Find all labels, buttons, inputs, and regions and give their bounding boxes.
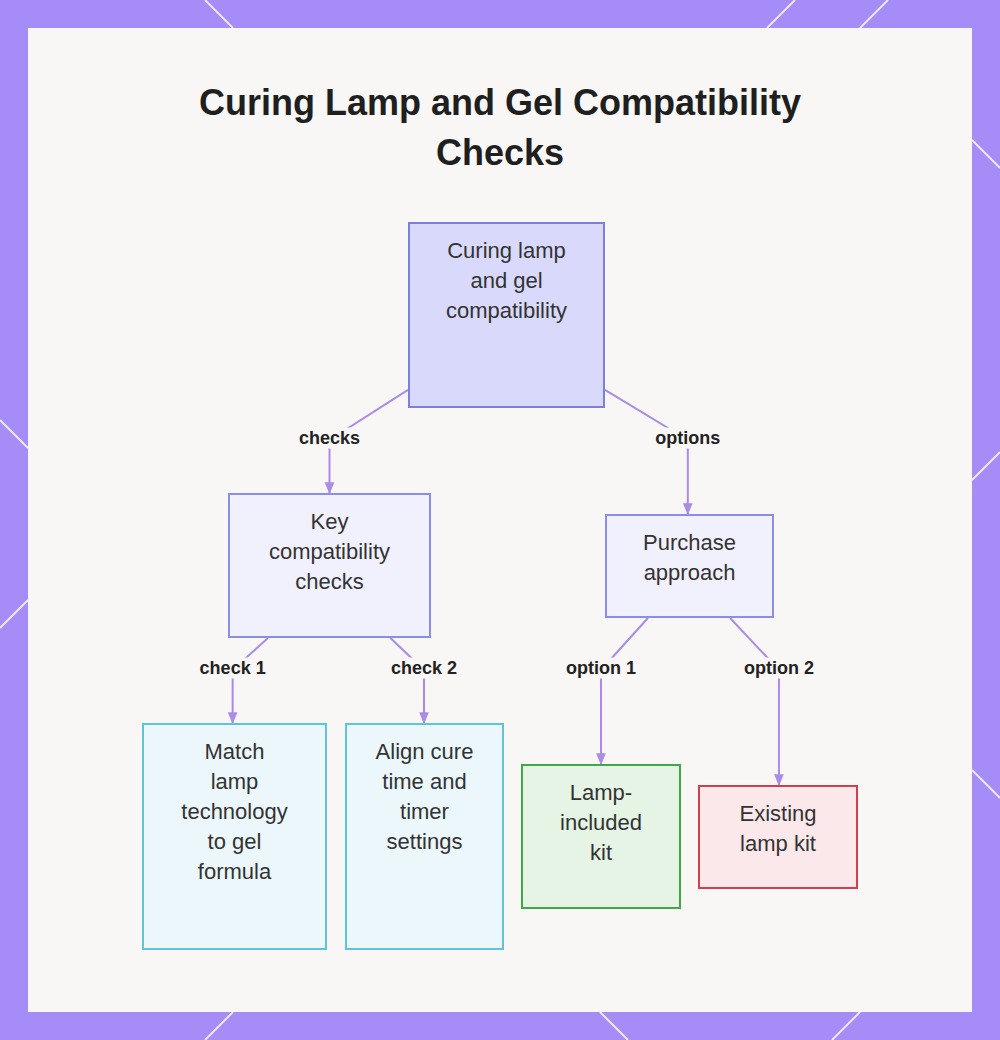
- diagram-title: Curing Lamp and Gel Compatibility Checks: [150, 78, 850, 178]
- edge-label: options: [652, 428, 723, 449]
- category-box: Key compatibility checks: [228, 493, 431, 638]
- node-label: Lamp-included kit: [551, 778, 651, 868]
- edge-label: check 1: [197, 658, 269, 679]
- connector-arrow: [601, 618, 648, 764]
- edge-label: option 1: [563, 658, 639, 679]
- node-label: Match lamp technology to gel formula: [181, 737, 289, 887]
- connector-arrow: [390, 638, 424, 723]
- root-box: Curing lamp and gel compatibility: [408, 222, 605, 408]
- node-label: Key compatibility checks: [255, 507, 405, 597]
- node-label: Purchase approach: [625, 528, 755, 588]
- node-label: Align cure time and timer settings: [365, 737, 485, 857]
- option-box: Lamp-included kit: [521, 764, 681, 909]
- node-label: Curing lamp and gel compatibility: [432, 236, 582, 326]
- edge-label: check 2: [388, 658, 460, 679]
- option-box: Existing lamp kit: [698, 785, 858, 889]
- check-box: Align cure time and timer settings: [345, 723, 504, 950]
- connector-arrow: [730, 618, 779, 785]
- edge-label: checks: [296, 428, 363, 449]
- connector-arrow: [233, 638, 268, 723]
- category-box: Purchase approach: [605, 514, 774, 618]
- check-box: Match lamp technology to gel formula: [142, 723, 327, 950]
- edge-label: option 2: [741, 658, 817, 679]
- connector-arrow: [605, 390, 688, 514]
- node-label: Existing lamp kit: [728, 799, 828, 859]
